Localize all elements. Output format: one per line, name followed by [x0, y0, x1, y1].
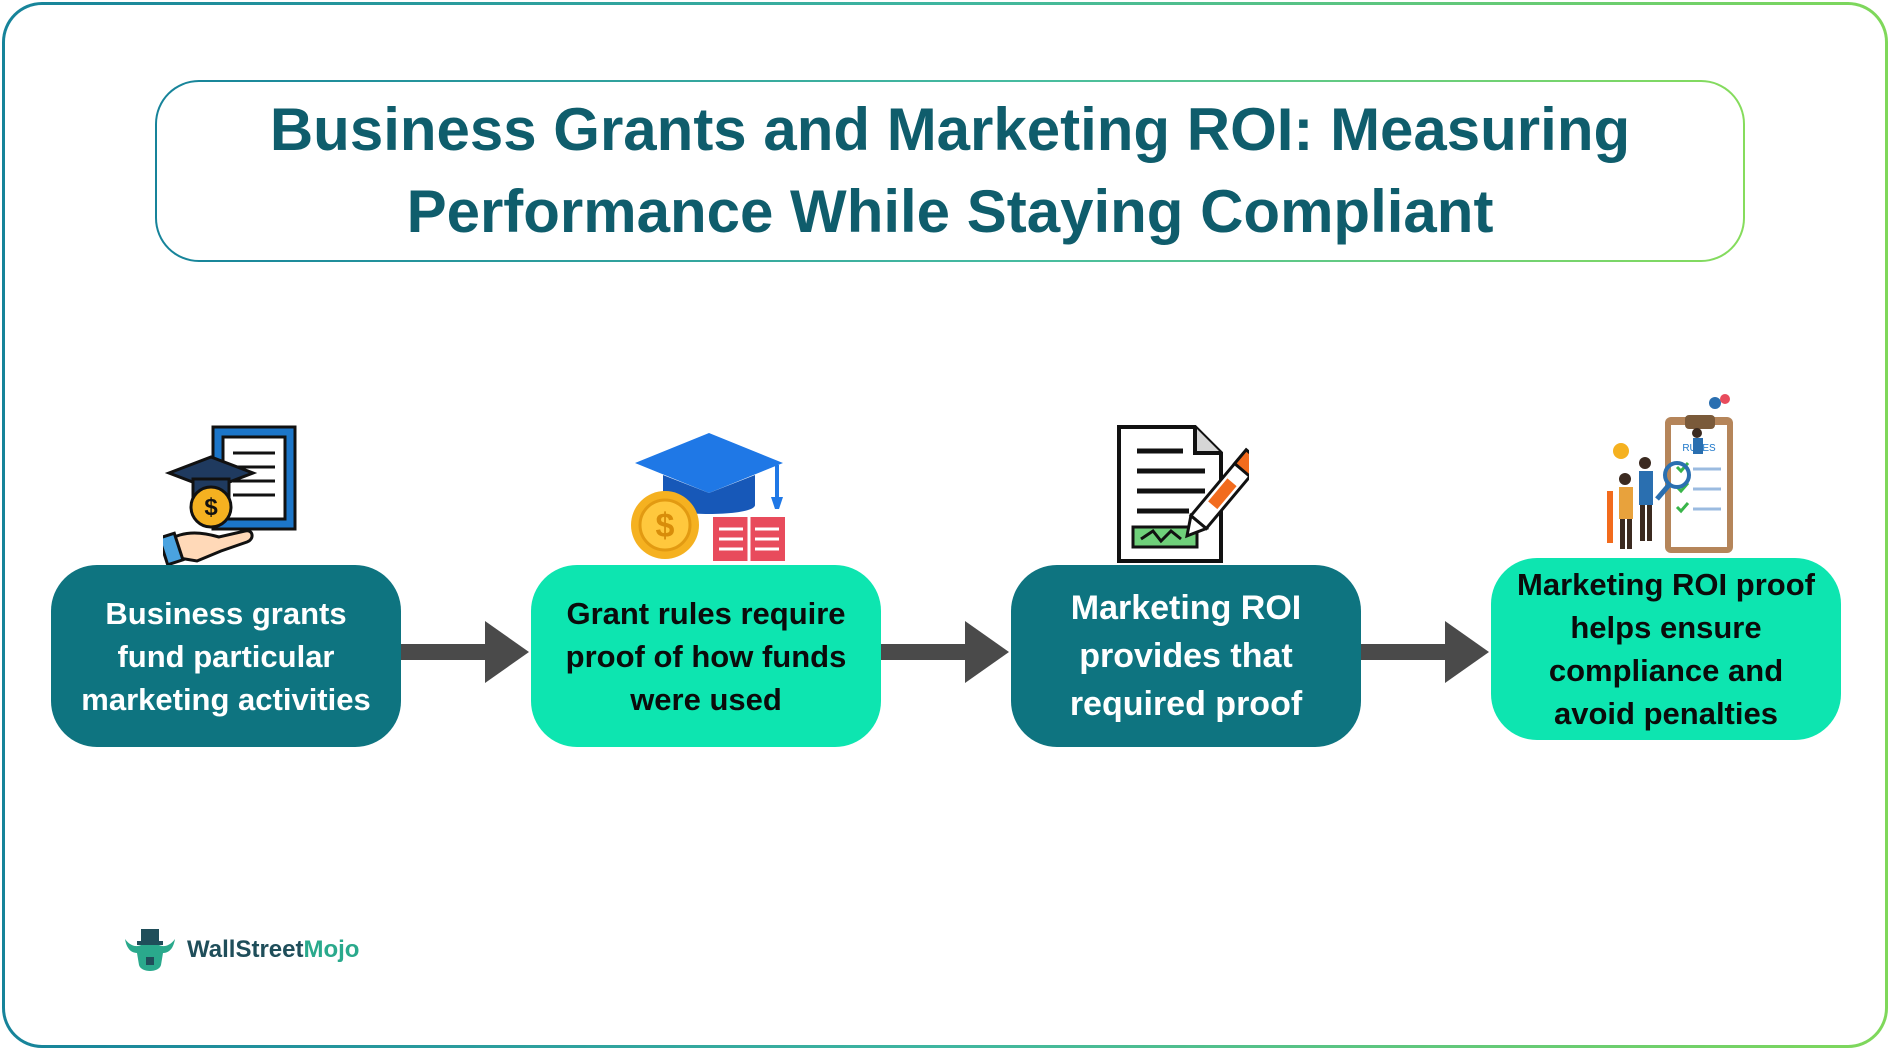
- page-title: Business Grants and Marketing ROI: Measu…: [269, 96, 1631, 245]
- arrow-3: [1361, 621, 1489, 683]
- grant-document-icon: $: [163, 425, 297, 565]
- logo-text-wallstreet: WallStreet: [187, 936, 304, 963]
- logo-text-mojo: Mojo: [303, 936, 360, 963]
- step-3-box: Marketing ROI provides that required pro…: [1011, 565, 1361, 747]
- step-1-text: Business grants fund particular marketin…: [81, 595, 371, 717]
- arrow-2: [881, 621, 1009, 683]
- step-3-text: Marketing ROI provides that required pro…: [1069, 589, 1303, 723]
- arrow-1: [401, 621, 529, 683]
- canvas: Business Grants and Marketing ROI: Measu…: [5, 5, 1885, 1045]
- title-box: Business Grants and Marketing ROI: Measu…: [155, 80, 1745, 262]
- svg-text:$: $: [204, 494, 218, 521]
- step-2-text: Grant rules require proof of how funds w…: [565, 595, 847, 717]
- wallstreetmojo-logo: WallStreetMojo: [123, 925, 359, 975]
- graduation-cap-money-icon: $: [631, 433, 785, 561]
- step-4-box: Marketing ROI proof helps ensure complia…: [1491, 558, 1841, 740]
- rules-checklist-icon: RULES: [1607, 394, 1733, 553]
- step-4-text: Marketing ROI proof helps ensure complia…: [1517, 567, 1815, 731]
- step-2-box: Grant rules require proof of how funds w…: [531, 565, 881, 747]
- bull-logo-icon: [125, 929, 175, 971]
- svg-text:$: $: [656, 507, 675, 545]
- step-1-box: Business grants fund particular marketin…: [51, 565, 401, 747]
- signed-contract-icon: [1117, 425, 1249, 563]
